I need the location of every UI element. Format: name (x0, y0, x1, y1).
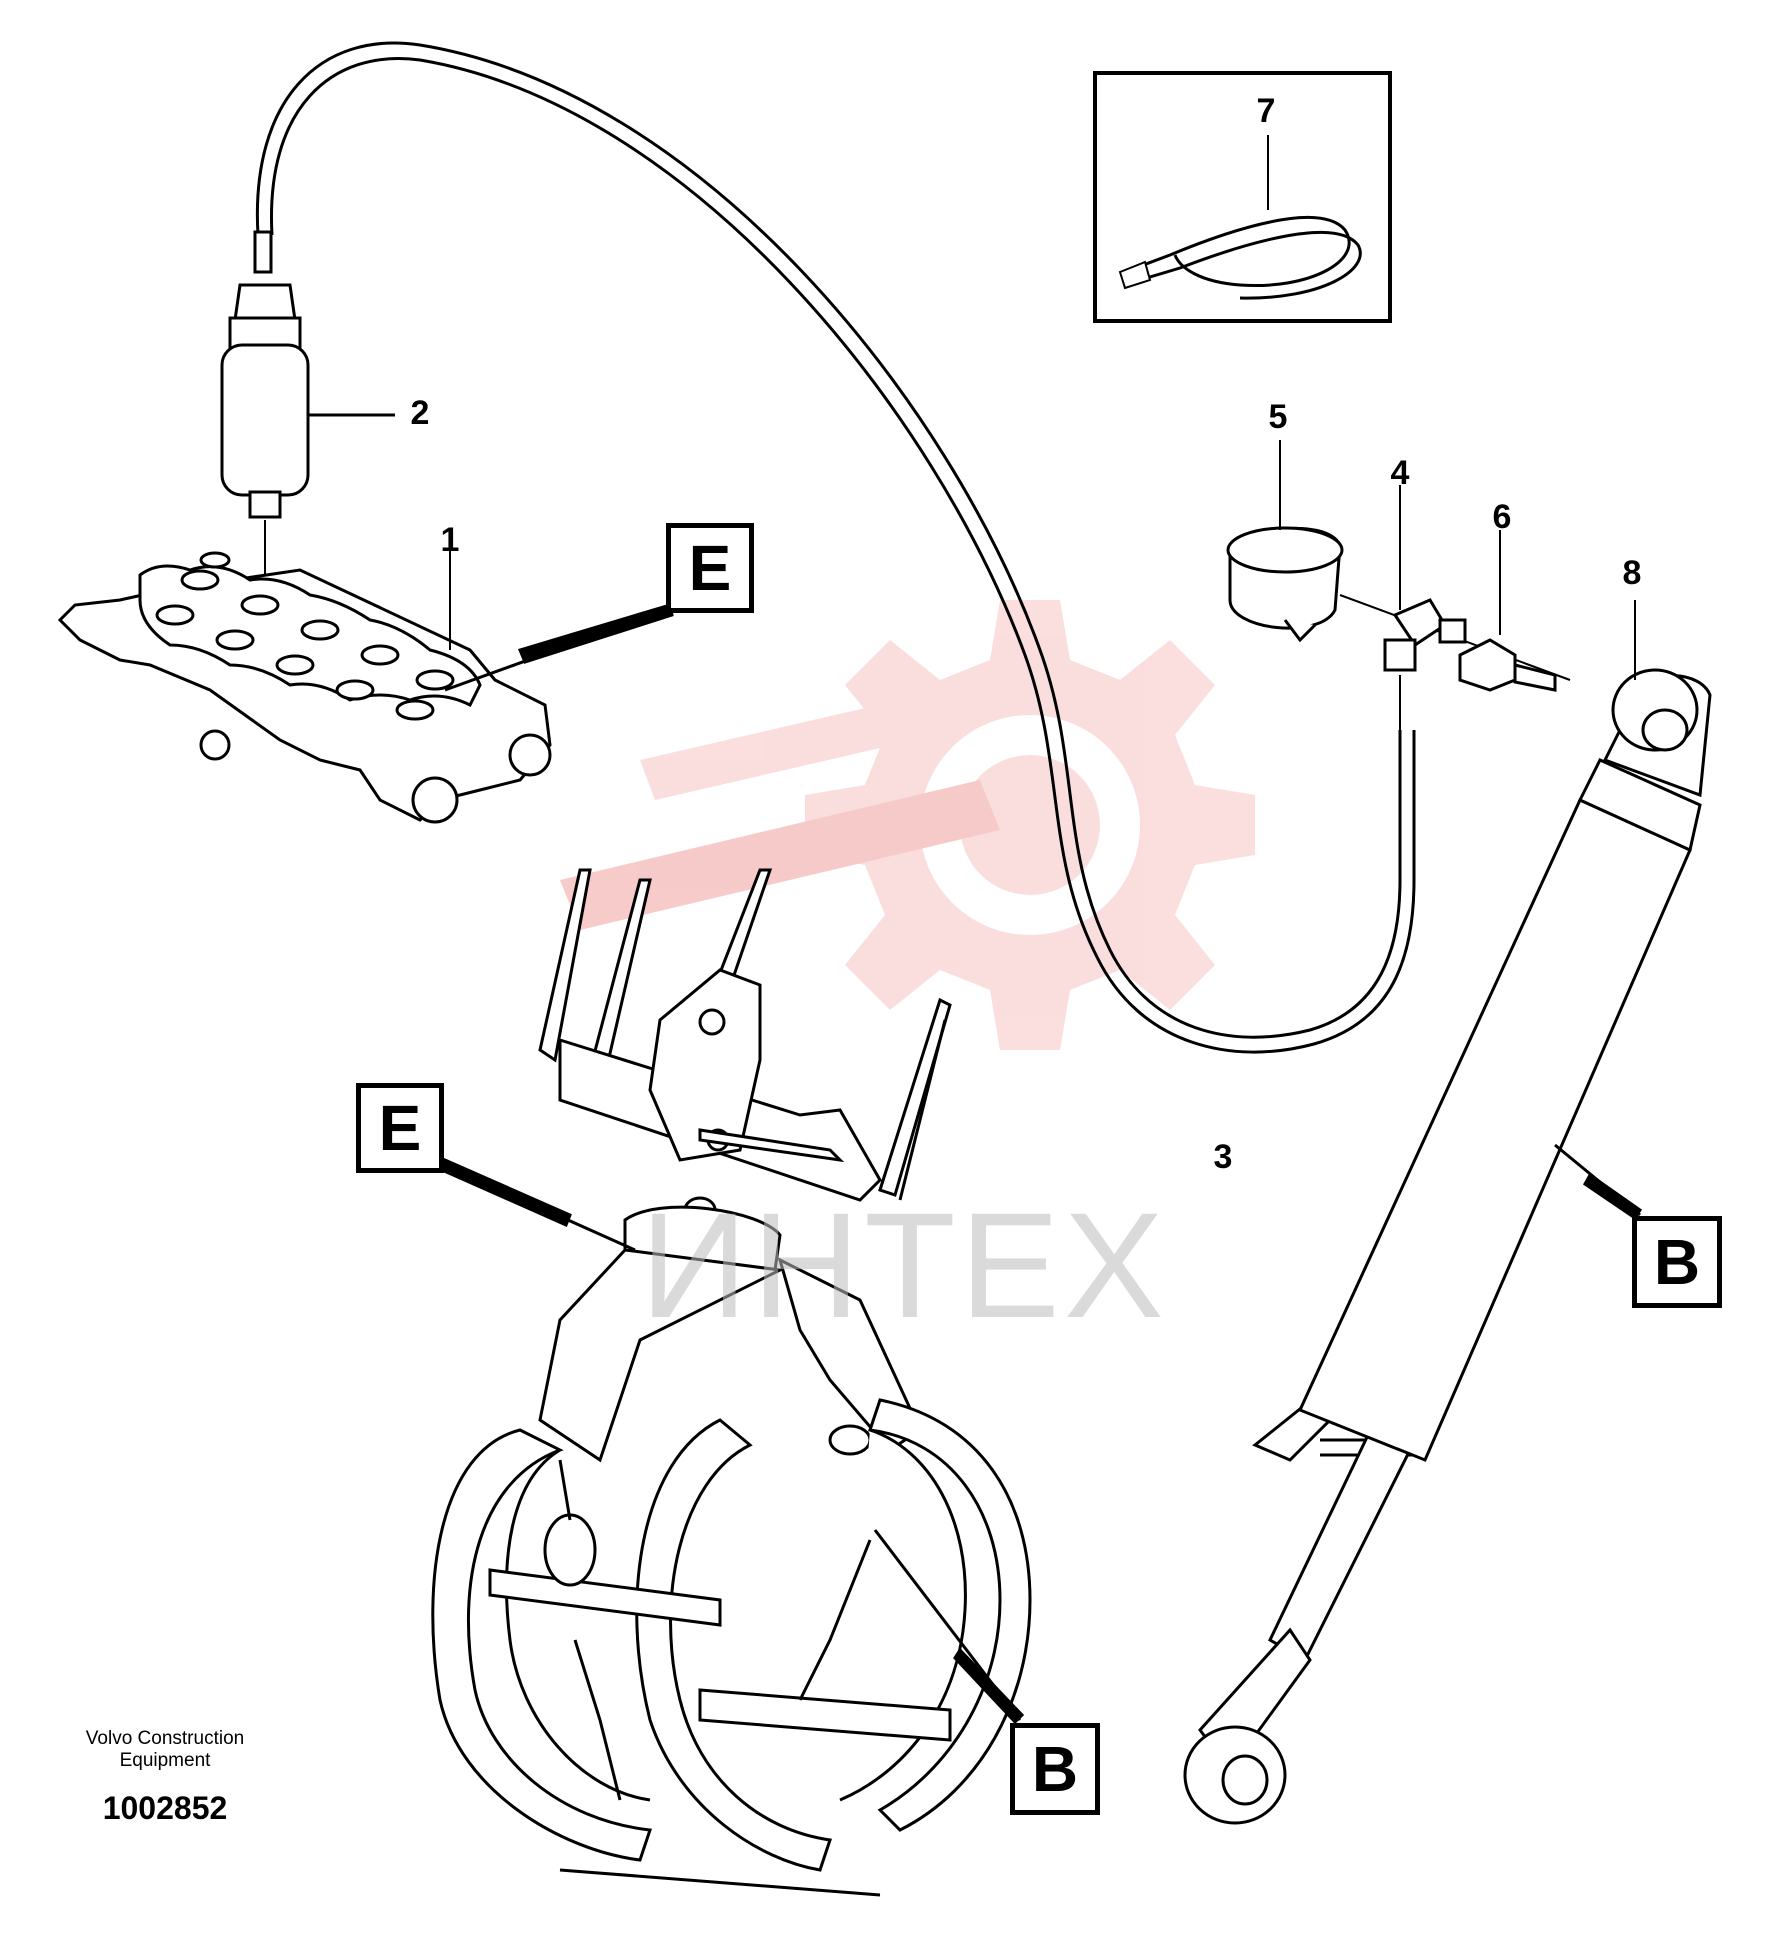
sleeve (1226, 440, 1344, 643)
grapple-assembly (431, 868, 1032, 1897)
callout-6: 6 (1492, 498, 1512, 536)
callout-1: 1 (440, 521, 460, 559)
view-label-e-top: E (666, 523, 754, 613)
callout-4: 4 (1390, 454, 1410, 492)
view-label-b-right: B (1632, 1216, 1722, 1308)
callout-7: 7 (1256, 92, 1276, 130)
nipple-fitting (1458, 530, 1557, 692)
company-line-2: Equipment (119, 1750, 211, 1771)
manufacturer-credit: Volvo Construction Equipment (50, 1728, 280, 1772)
company-line-1: Volvo Construction (85, 1728, 245, 1749)
watermark-gear-logo (560, 600, 1255, 1050)
hydraulic-hose (255, 41, 1416, 1054)
pressure-sensor (220, 230, 395, 600)
drawing-number: 1002852 (102, 1790, 228, 1826)
view-label-b-bottom: B (1010, 1723, 1100, 1815)
cable-tie-inset (1093, 71, 1392, 323)
callout-5: 5 (1268, 398, 1288, 436)
callout-8: 8 (1622, 554, 1642, 592)
hydraulic-cylinder (1183, 600, 1712, 1825)
callout-2: 2 (410, 394, 430, 432)
callout-3: 3 (1213, 1138, 1233, 1176)
watermark-text: ИНТЕХ (640, 1181, 1168, 1349)
elbow-fitting (1339, 485, 1571, 730)
view-label-e-bottom: E (356, 1083, 444, 1173)
distribution-block (57, 550, 674, 824)
